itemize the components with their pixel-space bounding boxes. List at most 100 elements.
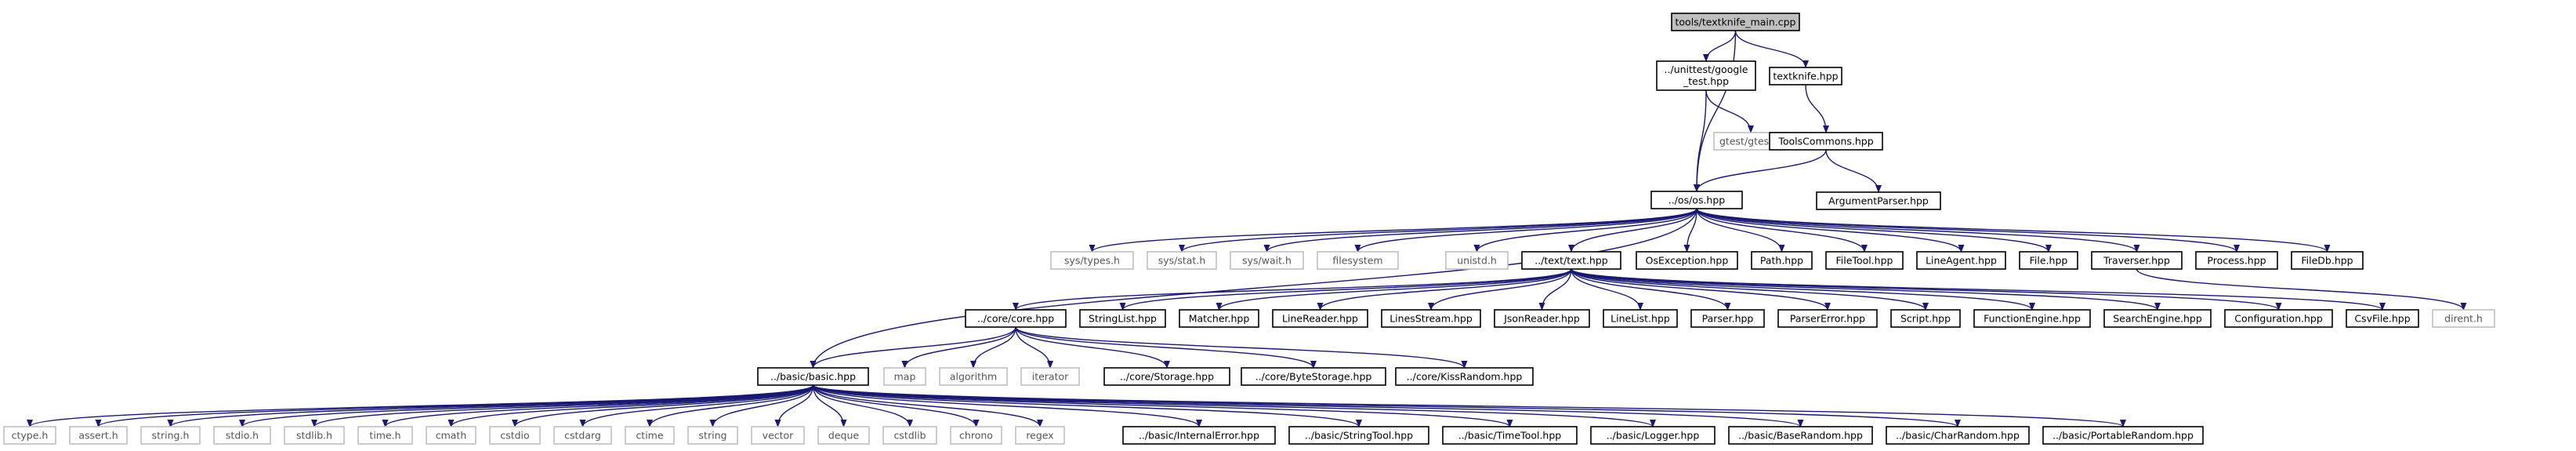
node-unistd: unistd.h	[1445, 251, 1509, 270]
node-charrandom[interactable]: ../basic/CharRandom.hpp	[1886, 426, 2030, 445]
node-label-stdio: stdio.h	[226, 430, 259, 442]
node-filetool[interactable]: FileTool.hpp	[1825, 251, 1904, 270]
node-text[interactable]: ../text/text.hpp	[1521, 251, 1621, 270]
node-box-string_h	[140, 426, 201, 445]
node-label-stringlist: StringList.hpp	[1089, 313, 1157, 325]
edge-basic-to-ctime	[647, 384, 814, 427]
node-time_h: time.h	[357, 426, 413, 445]
edge-gtest_hpp-to-os	[1694, 89, 1707, 192]
node-configuration[interactable]: Configuration.hpp	[2224, 309, 2333, 328]
node-csvfile[interactable]: CsvFile.hpp	[2346, 309, 2419, 328]
node-label-sys_types: sys/types.h	[1064, 255, 1120, 267]
edge-os-to-sys_types	[1089, 208, 1697, 253]
node-cmath: cmath	[426, 426, 476, 445]
edge-os-to-text	[1568, 208, 1697, 253]
edge-basic-to-time_h	[382, 384, 814, 427]
node-label-baserandom: ../basic/BaseRandom.hpp	[1738, 430, 1863, 442]
node-box-os	[1650, 191, 1743, 209]
edge-text-to-core	[1013, 268, 1572, 311]
node-box-filesystem	[1317, 251, 1399, 270]
node-lineagent[interactable]: LineAgent.hpp	[1916, 251, 2006, 270]
node-box-deque	[817, 426, 870, 445]
node-label-sys_stat: sys/stat.h	[1158, 255, 1206, 267]
node-box-parser	[1690, 309, 1765, 328]
node-storage[interactable]: ../core/Storage.hpp	[1103, 367, 1230, 386]
edge-main-to-textknife	[1734, 30, 1809, 68]
node-textknife[interactable]: textknife.hpp	[1769, 67, 1842, 85]
node-label-osexception: OsException.hpp	[1646, 255, 1729, 267]
node-portablerandom[interactable]: ../basic/PortableRandom.hpp	[2042, 426, 2204, 445]
node-stdlib: stdlib.h	[284, 426, 345, 445]
node-gtest_hpp[interactable]: ../unittest/google_test.hpp	[1656, 60, 1756, 91]
node-core[interactable]: ../core/core.hpp	[965, 309, 1067, 328]
node-box-basic	[757, 367, 869, 386]
node-linesstream[interactable]: LinesStream.hpp	[1381, 309, 1481, 328]
node-stringlist[interactable]: StringList.hpp	[1079, 309, 1166, 328]
node-label-map: map	[894, 371, 916, 383]
node-process[interactable]: Process.hpp	[2195, 251, 2278, 270]
node-box-stringlist	[1079, 309, 1166, 328]
node-box-algorithm	[939, 367, 1008, 386]
edge-basic-to-deque	[812, 384, 847, 427]
node-label-logger: ../basic/Logger.hpp	[1607, 430, 1700, 442]
edge-basic-to-logger	[812, 384, 1656, 427]
node-jsonreader[interactable]: JsonReader.hpp	[1494, 309, 1590, 328]
node-label-cstdarg: cstdarg	[564, 430, 601, 442]
node-box-textknife	[1769, 67, 1842, 85]
node-label-vector: vector	[763, 430, 795, 442]
node-toolscommons[interactable]: ToolsCommons.hpp	[1769, 132, 1883, 151]
node-os[interactable]: ../os/os.hpp	[1650, 191, 1743, 209]
node-label-chrono: chrono	[959, 430, 993, 442]
node-stringtool[interactable]: ../basic/StringTool.hpp	[1288, 426, 1429, 445]
node-main[interactable]: tools/textknife_main.cpp	[1671, 13, 1800, 31]
node-internalerror[interactable]: ../basic/InternalError.hpp	[1122, 426, 1276, 445]
node-parser[interactable]: Parser.hpp	[1690, 309, 1765, 328]
node-bytestorage[interactable]: ../core/ByteStorage.hpp	[1241, 367, 1386, 386]
node-label-cstdlib: cstdlib	[893, 430, 926, 442]
node-file[interactable]: File.hpp	[2019, 251, 2078, 270]
node-path[interactable]: Path.hpp	[1751, 251, 1813, 270]
node-box-csvfile	[2346, 309, 2419, 328]
node-linereader[interactable]: LineReader.hpp	[1272, 309, 1368, 328]
node-kissrandom[interactable]: ../core/KissRandom.hpp	[1395, 367, 1534, 386]
node-baserandom[interactable]: ../basic/BaseRandom.hpp	[1728, 426, 1873, 445]
edge-basic-to-string	[709, 384, 814, 427]
node-label-parsererror: ParserError.hpp	[1790, 313, 1865, 325]
node-script[interactable]: Script.hpp	[1890, 309, 1961, 328]
node-label-deque: deque	[828, 430, 859, 442]
node-functionengine[interactable]: FunctionEngine.hpp	[1973, 309, 2091, 328]
node-label-unistd: unistd.h	[1457, 255, 1497, 267]
edge-toolscommons-to-os	[1694, 149, 1827, 192]
node-parsererror[interactable]: ParserError.hpp	[1777, 309, 1878, 328]
edge-os-to-sys_stat	[1179, 208, 1697, 253]
node-linelist[interactable]: LineList.hpp	[1603, 309, 1678, 328]
node-argparser[interactable]: ArgumentParser.hpp	[1816, 191, 1941, 210]
node-timetool[interactable]: ../basic/TimeTool.hpp	[1442, 426, 1578, 445]
node-box-dirent	[2432, 309, 2495, 328]
node-matcher[interactable]: Matcher.hpp	[1179, 309, 1259, 328]
node-basic[interactable]: ../basic/basic.hpp	[757, 367, 869, 386]
node-regex: regex	[1015, 426, 1065, 445]
edge-basic-to-charrandom	[812, 384, 1961, 427]
edge-basic-to-string_h	[167, 384, 814, 427]
node-box-filetool	[1825, 251, 1904, 270]
edge-textknife-to-toolscommons	[1805, 84, 1829, 133]
node-traverser[interactable]: Traverser.hpp	[2091, 251, 2183, 270]
node-box-process	[2195, 251, 2278, 270]
node-osexception[interactable]: OsException.hpp	[1636, 251, 1738, 270]
node-box-cstdio	[489, 426, 541, 445]
node-label-jsonreader: JsonReader.hpp	[1503, 313, 1580, 325]
node-logger[interactable]: ../basic/Logger.hpp	[1590, 426, 1716, 445]
node-box-sys_types	[1050, 251, 1134, 270]
node-searchengine[interactable]: SearchEngine.hpp	[2103, 309, 2212, 328]
edge-os-to-filetool	[1696, 208, 1868, 253]
edge-text-to-stringlist	[1119, 268, 1572, 311]
node-box-assert	[69, 426, 128, 445]
node-box-time_h	[357, 426, 413, 445]
node-cstdlib: cstdlib	[882, 426, 937, 445]
node-filedb[interactable]: FileDb.hpp	[2291, 251, 2364, 270]
node-cstdio: cstdio	[489, 426, 541, 445]
edge-basic-to-vector	[774, 384, 814, 427]
node-box-kissrandom	[1395, 367, 1534, 386]
node-box-linelist	[1603, 309, 1678, 328]
